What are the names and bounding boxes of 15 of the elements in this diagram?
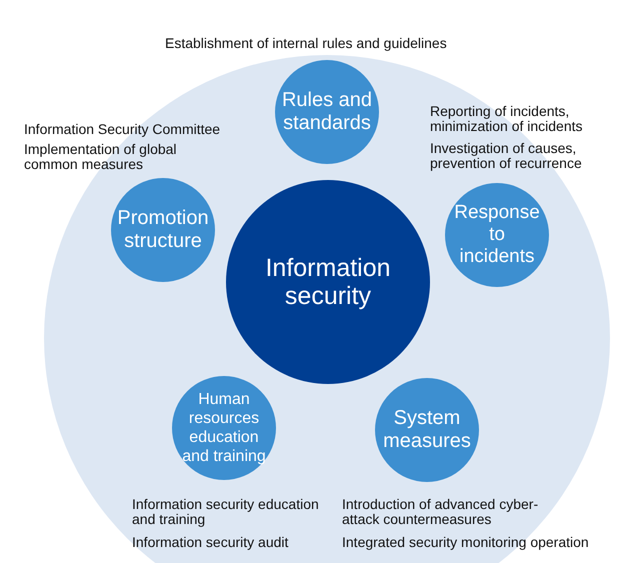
circle-label: Response to incidents: [453, 202, 541, 268]
note-text: Information security audit: [132, 535, 290, 550]
circle-label: Promotion structure: [116, 207, 210, 253]
note-text: Reporting of incidents, minimization of incidents: [430, 104, 584, 134]
note-text: Implementation of global common measures: [24, 142, 178, 172]
circle-label: Rules and standards: [280, 89, 374, 135]
note-text: Integrated security monitoring operation: [342, 535, 590, 550]
note-text: Information Security Committee: [24, 122, 222, 137]
circle-label: Information security: [264, 254, 392, 310]
note-text: Introduction of advanced cyber-attack countermeasures: [342, 497, 540, 527]
note-text: Establishment of internal rules and guidelines: [165, 36, 448, 51]
note-text: Information security education and training: [132, 497, 320, 527]
circle-label: Human resources education and training: [181, 390, 267, 466]
note-text: Investigation of causes, prevention of recurrence: [430, 141, 583, 171]
circle-label: System measures: [382, 407, 472, 453]
